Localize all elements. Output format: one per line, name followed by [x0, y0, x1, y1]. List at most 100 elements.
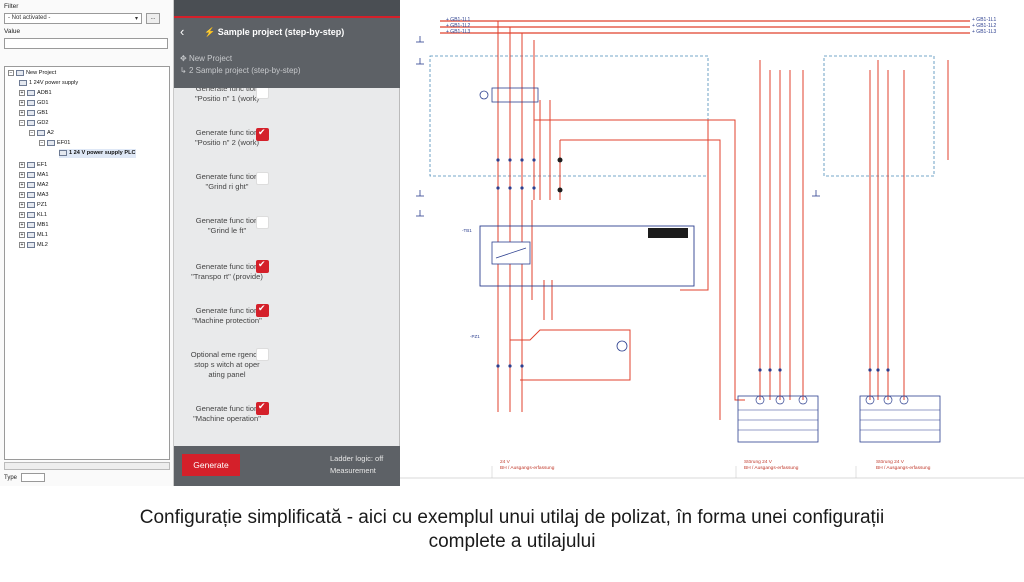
generate-button[interactable]: Generate: [182, 454, 240, 476]
device-icon: [27, 161, 35, 168]
option-checkbox[interactable]: [256, 259, 269, 273]
horizontal-scrollbar[interactable]: [4, 462, 170, 470]
bus-label-l1-right: + GB1-1L1: [972, 17, 997, 23]
option-checkbox[interactable]: [256, 172, 269, 185]
option-checkbox[interactable]: [256, 216, 269, 229]
device-icon: [27, 119, 35, 126]
option-label: Generate func tion "Transpo rt" (provide…: [191, 262, 263, 281]
option-checkbox[interactable]: [256, 401, 269, 415]
expand-icon[interactable]: +: [19, 201, 25, 208]
bus-label-l3: + GB1-1L3: [446, 29, 471, 35]
option-label: Generate func tion "Machine protection": [192, 306, 262, 325]
back-arrow-icon[interactable]: ‹: [180, 24, 185, 39]
tree-node[interactable]: +MA3: [19, 191, 49, 198]
wizard-header: ‹ ⚡ Sample project (step-by-step) ✥ New …: [174, 0, 400, 88]
device-icon: [27, 99, 35, 106]
device-icon: [27, 89, 35, 96]
tree-node[interactable]: −A2: [29, 129, 54, 136]
option-checkbox[interactable]: [256, 127, 269, 141]
option-label: Generate func tion "Positio n" 2 (work): [194, 128, 260, 147]
expand-icon[interactable]: +: [19, 89, 25, 96]
tree-node[interactable]: −New Project: [8, 69, 57, 76]
value-input[interactable]: [4, 38, 168, 49]
option-label: Generate func tion "Machine operation": [193, 404, 261, 423]
expand-icon[interactable]: +: [19, 211, 25, 218]
device-icon: [47, 139, 55, 146]
value-label: Value: [4, 28, 21, 35]
expand-icon[interactable]: +: [19, 221, 25, 228]
tree-node[interactable]: +ML2: [19, 241, 48, 248]
bottom-label-right: Störung 24 V: [876, 460, 905, 465]
expand-icon[interactable]: +: [19, 231, 25, 238]
collapse-icon[interactable]: −: [29, 129, 35, 136]
device-icon: [27, 241, 35, 248]
type-field[interactable]: [21, 473, 46, 482]
filter-value: - Not activated -: [8, 15, 51, 21]
wizard-panel: ‹ ⚡ Sample project (step-by-step) ✥ New …: [174, 0, 400, 486]
tree-node[interactable]: +MA1: [19, 171, 49, 178]
collapse-icon[interactable]: −: [19, 119, 25, 126]
option-checkbox[interactable]: [256, 348, 269, 361]
tree-node[interactable]: +MA2: [19, 181, 49, 188]
device-icon: [27, 211, 35, 218]
header-strip: [174, 0, 400, 18]
tree-node[interactable]: −GD2: [19, 119, 49, 126]
expand-icon[interactable]: +: [19, 99, 25, 106]
expand-icon[interactable]: +: [19, 241, 25, 248]
filter-dropdown[interactable]: - Not activated - ▾: [4, 13, 142, 24]
wizard-footer: Generate Ladder logic: off Measurement: [174, 446, 400, 486]
tree-view[interactable]: −New Project 1 24V power supply +ADB1 +G…: [4, 66, 170, 460]
tree-node[interactable]: +PZ1: [19, 201, 48, 208]
schematic-canvas[interactable]: + GB1-1L1 + GB1-1L2 + GB1-1L3 + GB1-1L1 …: [400, 0, 1024, 486]
expand-icon[interactable]: +: [19, 161, 25, 168]
tree-branch-icon: ↳: [180, 66, 189, 75]
option-checkbox[interactable]: [256, 88, 269, 99]
expand-icon[interactable]: +: [19, 191, 25, 198]
bus-label-l2: + GB1-1L2: [446, 23, 471, 29]
bus-label-l3-right: + GB1-1L3: [972, 29, 997, 35]
breadcrumb-step[interactable]: ↳ 2 Sample project (step-by-step): [180, 66, 301, 75]
circuit-diagram: [400, 20, 1024, 479]
page-icon: [59, 149, 67, 156]
device-icon: [27, 191, 35, 198]
ladder-logic-label: Ladder logic: off: [330, 454, 384, 463]
device-icon: [27, 109, 35, 116]
relay-label: -PZ1: [470, 334, 480, 339]
bottom-sublabel-right: BH / Ausgangs-erfassung: [876, 466, 931, 471]
tree-node[interactable]: +GD1: [19, 99, 49, 106]
caption-line-1: Configurație simplificată - aici cu exem…: [139, 507, 885, 528]
expand-icon[interactable]: +: [19, 109, 25, 116]
tree-node[interactable]: +KL1: [19, 211, 47, 218]
option-label: Optional eme rgency-stop s witch at oper…: [190, 350, 264, 379]
tree-node[interactable]: +EF1: [19, 161, 48, 168]
filter-options-button[interactable]: ...: [146, 13, 160, 24]
collapse-icon[interactable]: −: [39, 139, 45, 146]
expand-icon[interactable]: +: [19, 171, 25, 178]
type-row: Type: [4, 473, 46, 482]
expand-icon[interactable]: +: [19, 181, 25, 188]
tree-node[interactable]: +ADB1: [19, 89, 52, 96]
project-tree-panel: Filter - Not activated - ▾ ... Value −Ne…: [0, 0, 174, 486]
module-label: -TB1: [462, 228, 472, 233]
collapse-icon[interactable]: −: [8, 69, 14, 76]
tree-node[interactable]: −EF01: [39, 139, 71, 146]
bus-label-l2-right: + GB1-1L2: [972, 23, 997, 29]
bottom-sublabel-left: BH / Ausgangs-erfassung: [500, 466, 555, 471]
tree-node[interactable]: +MB1: [19, 221, 49, 228]
option-label: Generate func tion "Grind ri ght": [195, 172, 259, 191]
breadcrumb-project[interactable]: ✥ New Project: [180, 54, 233, 63]
option-label: Generate func tion "Grind le ft": [195, 216, 259, 235]
bottom-label-mid: Störung 24 V: [744, 460, 773, 465]
lightning-icon: ⚡: [204, 27, 218, 37]
option-checkbox[interactable]: [256, 303, 269, 317]
tree-node[interactable]: 1 24V power supply: [19, 79, 78, 88]
tree-node[interactable]: +GB1: [19, 109, 49, 116]
bottom-label-left: 24 V: [500, 460, 510, 465]
caption-line-2: complete a utilajului: [428, 531, 596, 552]
device-icon: [27, 171, 35, 178]
tree-node-selected[interactable]: 1 24 V power supply PLC: [59, 149, 136, 158]
figure-caption: Configurație simplificată - aici cu exem…: [0, 506, 1024, 554]
type-label: Type: [4, 475, 18, 482]
tree-node[interactable]: +ML1: [19, 231, 48, 238]
wizard-options-list: Generate func tion "Positio n" 1 (work) …: [174, 88, 400, 446]
